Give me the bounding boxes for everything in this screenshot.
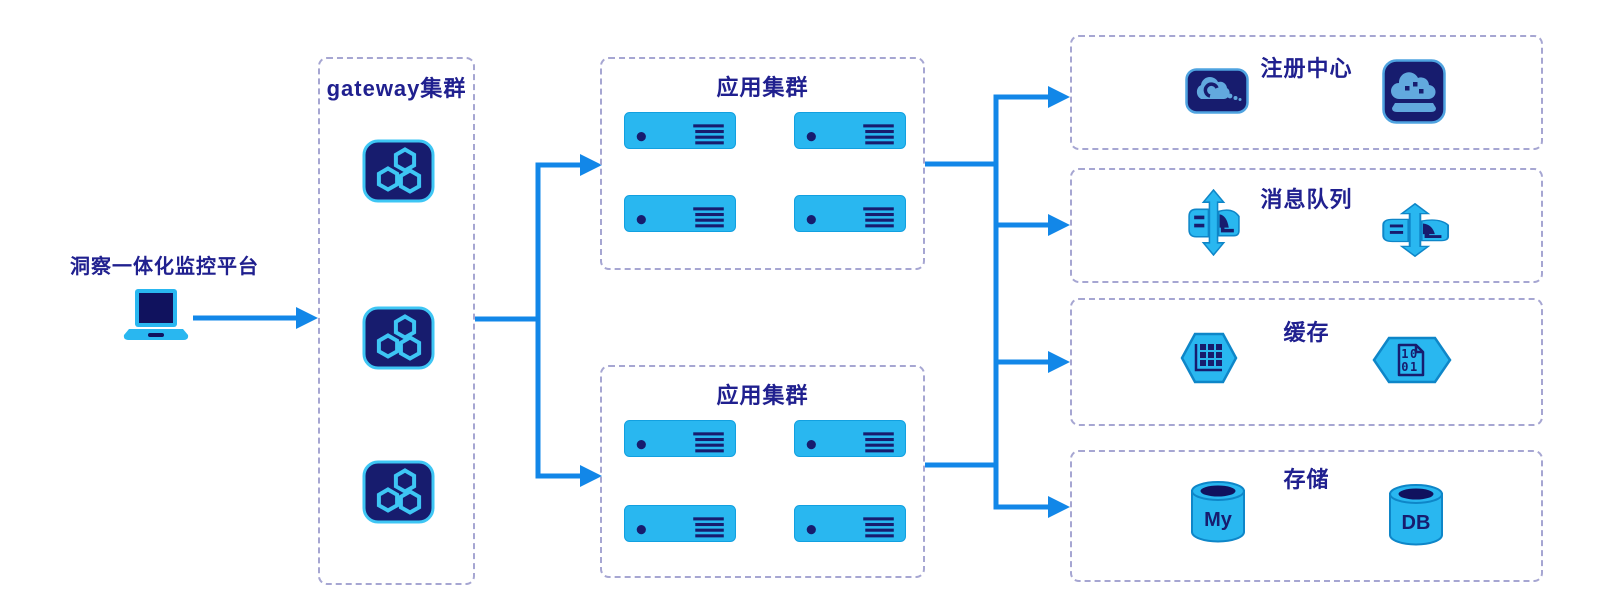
server-icon <box>794 505 906 542</box>
hexagon-cluster-icon <box>362 139 435 203</box>
client-platform-label: 洞察一体化监控平台 <box>70 256 259 278</box>
cache-box: 缓存 10 01 <box>1070 298 1543 426</box>
server-icon <box>794 112 906 149</box>
db-cylinder-icon: DB <box>1388 484 1444 546</box>
server-icon <box>624 195 736 232</box>
laptop-icon <box>122 289 190 341</box>
app-cluster-bottom-title: 应用集群 <box>716 383 809 408</box>
registry-center-box: 注册中心 <box>1070 35 1543 150</box>
gateway-cluster-box: gateway集群 <box>318 57 475 585</box>
message-queue-icon <box>1378 203 1452 257</box>
mysql-label: My <box>1204 509 1233 531</box>
hexagon-cluster-icon <box>362 306 435 370</box>
server-icon <box>624 112 736 149</box>
server-icon <box>624 505 736 542</box>
server-icon <box>794 195 906 232</box>
app-cluster-top-title: 应用集群 <box>716 75 809 100</box>
binary-line-1: 10 <box>1401 347 1418 361</box>
server-icon <box>794 420 906 457</box>
binary-chip-hexagon-icon: 10 01 <box>1372 335 1452 385</box>
message-queue-title: 消息队列 <box>1260 187 1353 212</box>
registry-center-title: 注册中心 <box>1260 56 1353 81</box>
app-cluster-bottom-box: 应用集群 <box>600 365 925 578</box>
app-cluster-top-box: 应用集群 <box>600 57 925 270</box>
mysql-cylinder-icon: My <box>1190 481 1246 543</box>
binary-line-2: 01 <box>1401 360 1418 374</box>
storage-box: 存储 My DB <box>1070 450 1543 582</box>
message-queue-icon <box>1185 189 1242 256</box>
storage-title: 存储 <box>1283 467 1330 492</box>
cloud-swirl-icon <box>1185 68 1249 114</box>
message-queue-box: 消息队列 <box>1070 168 1543 283</box>
hexagon-cluster-icon <box>362 460 435 524</box>
grid-hexagon-icon <box>1180 331 1238 385</box>
cache-title: 缓存 <box>1283 320 1330 345</box>
db-label: DB <box>1402 512 1431 534</box>
gateway-cluster-title: gateway集群 <box>326 76 467 101</box>
server-icon <box>624 420 736 457</box>
cloud-platform-icon <box>1382 59 1446 124</box>
